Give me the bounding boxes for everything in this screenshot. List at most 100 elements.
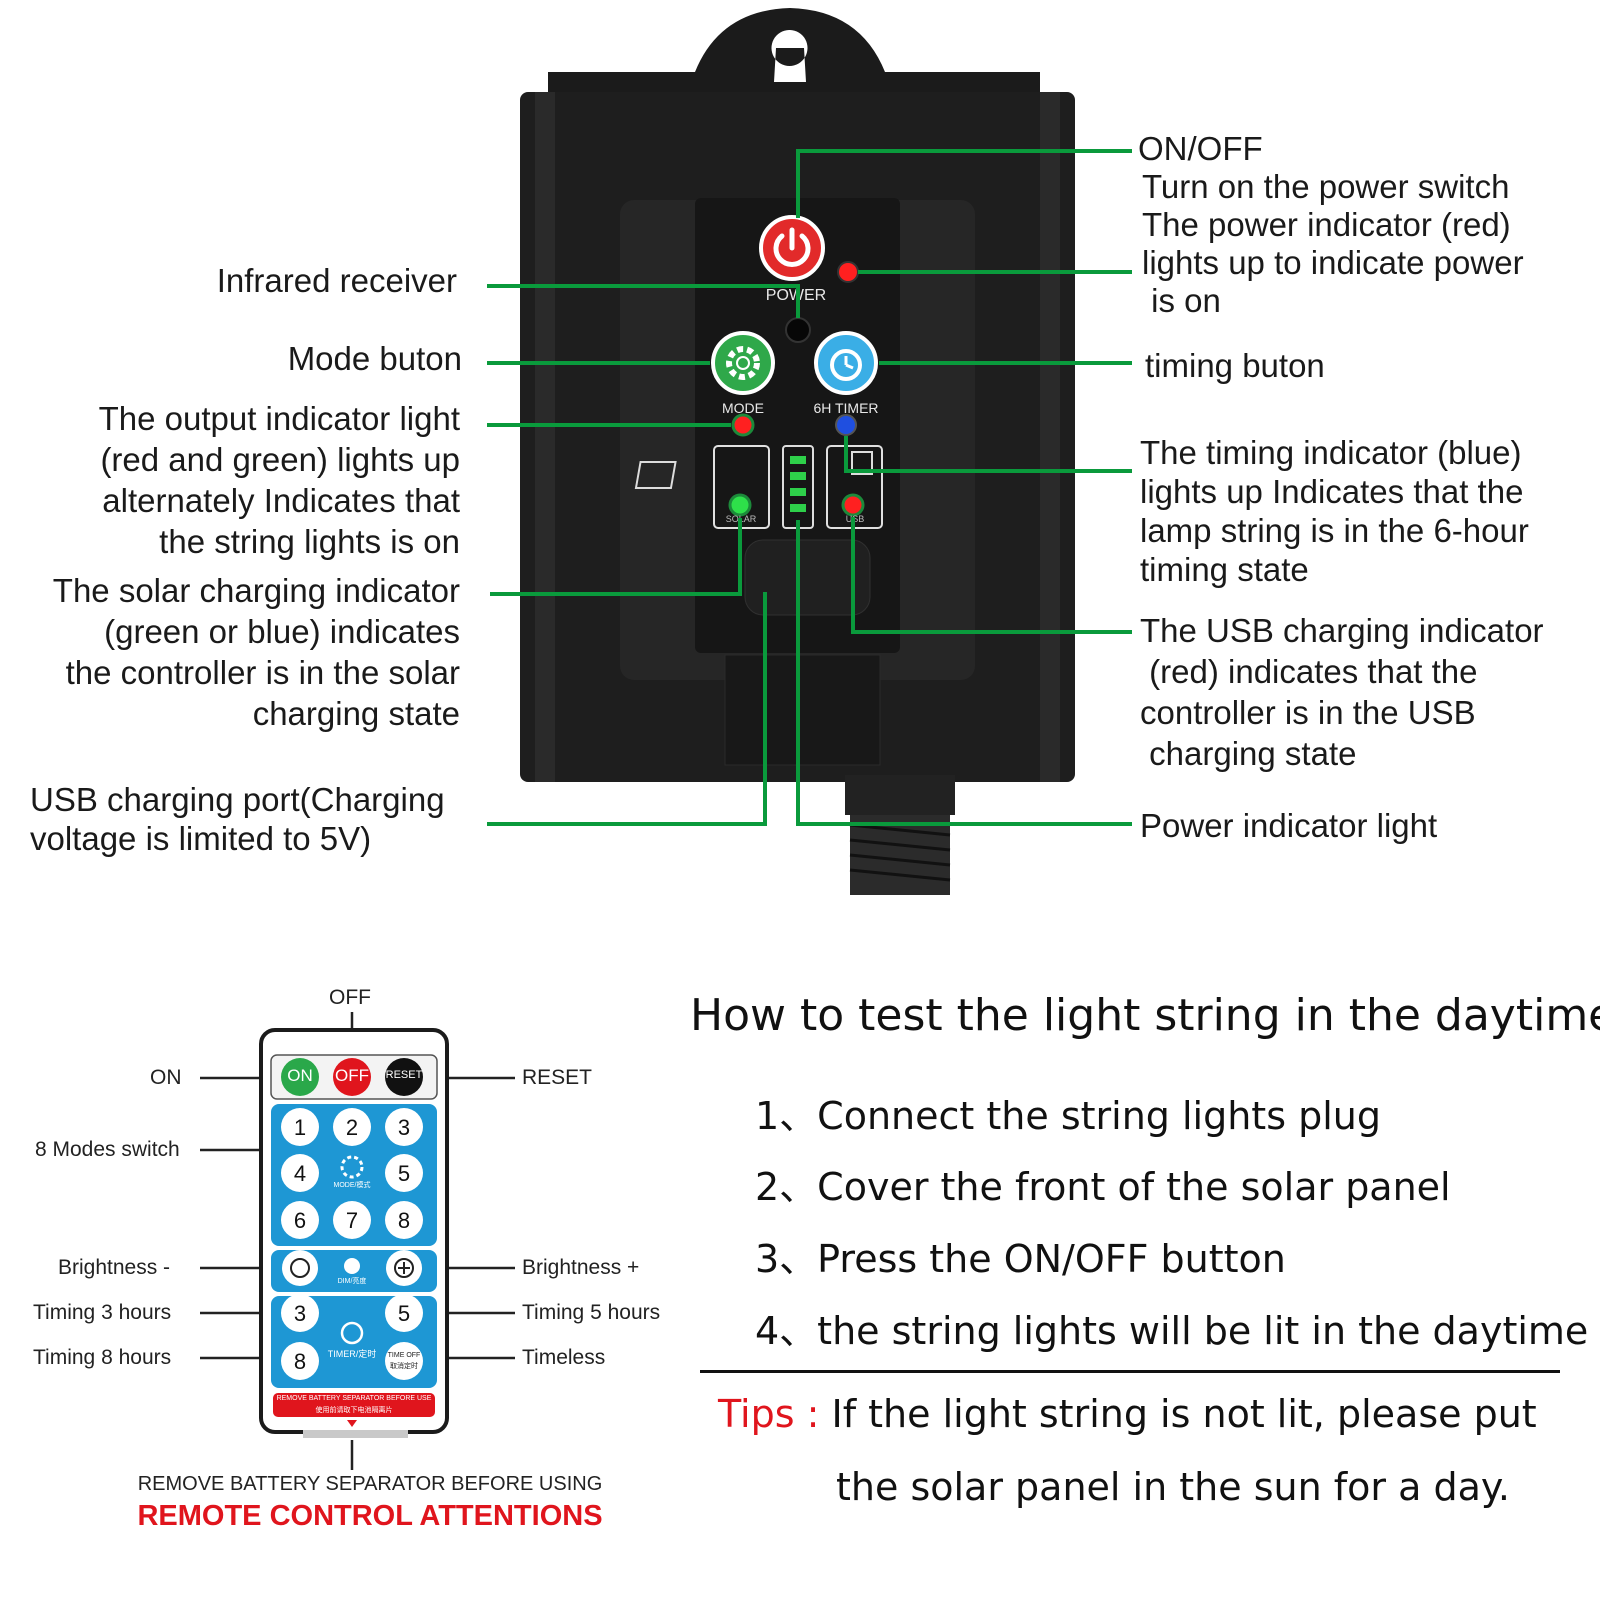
remote-timing-3-label: Timing 3 hours (33, 1301, 172, 1324)
timer-key-3: 3 (293, 1301, 307, 1326)
timer-clock-icon (340, 1321, 364, 1345)
key-7: 7 (345, 1208, 359, 1233)
label-line: The solar charging indicator (52, 572, 460, 609)
label-line: The timing indicator (blue) (1140, 434, 1522, 471)
howto-step-1: 1、Connect the string lights plug (755, 1094, 1381, 1138)
alarm-clock-icon (830, 349, 862, 381)
remote-off-label: OFF (329, 986, 371, 1009)
timer-key-8: 8 (293, 1349, 307, 1374)
label-line: alternately Indicates that (102, 482, 460, 519)
remote-timeless-label: Timeless (522, 1346, 606, 1369)
label-line: USB charging port(Charging (30, 781, 445, 818)
label-line: lights up to indicate power (1142, 244, 1524, 281)
solar-panel-icon (634, 461, 677, 489)
label-line: lights up Indicates that the (1140, 473, 1524, 510)
strip-text-1: REMOVE BATTERY SEPARATOR BEFORE USE (276, 1395, 432, 1402)
label-usb-port: USB charging port(Charging voltage is li… (30, 780, 445, 858)
label-line: is on (1142, 282, 1221, 319)
label-infrared-receiver: Infrared receiver (217, 260, 457, 301)
time-off-button (385, 1342, 423, 1380)
battery-warning: REMOVE BATTERY SEPARATOR BEFORE USING (137, 1473, 603, 1495)
label-line: (red) indicates that the (1140, 653, 1478, 690)
label-line: Turn on the power switch (1142, 168, 1510, 205)
timing-indicator-blue (835, 414, 857, 436)
mode-text: MODE (722, 400, 764, 416)
label-line: The power indicator (red) (1142, 206, 1511, 243)
timer-8-button (281, 1342, 319, 1380)
label-line: Power indicator light (1140, 807, 1438, 844)
timer-5-button (385, 1294, 423, 1332)
remote-control-illustration (200, 1012, 515, 1470)
btn-off-text: OFF (335, 1066, 369, 1085)
label-line: charging state (1140, 735, 1357, 772)
label-mode-button: Mode buton (288, 338, 462, 379)
hanging-tab (548, 8, 1040, 110)
solar-indicator-green (728, 493, 752, 517)
dim-sun-icon (344, 1258, 360, 1274)
key-3: 3 (397, 1115, 411, 1140)
tips-line: Tips : If the light string is not lit, p… (718, 1392, 1537, 1436)
label-output-indicator: The output indicator light (red and gree… (99, 398, 460, 562)
divider (700, 1370, 1560, 1373)
tips-key: Tips : (718, 1392, 832, 1436)
label-line: lamp string is in the 6-hour (1140, 512, 1529, 549)
howto-step-3: 3、Press the ON/OFF button (755, 1237, 1286, 1281)
mode-caption: MODE/模式 (333, 1182, 371, 1189)
remote-on-button (281, 1058, 319, 1096)
battery-separator-strip (273, 1393, 435, 1417)
infrared-receiver (785, 317, 811, 343)
label-line: The USB charging indicator (1140, 612, 1544, 649)
remote-reset-button (385, 1058, 423, 1096)
label-line: timing buton (1145, 347, 1325, 384)
usb-port-cover (744, 539, 871, 616)
label-line: Mode buton (287, 340, 462, 377)
mode-gear-icon (340, 1155, 364, 1179)
time-off-text-1: TIME OFF (387, 1352, 421, 1359)
remote-reset-label: RESET (522, 1066, 593, 1089)
timer-text: 6H TIMER (813, 400, 878, 416)
key-5: 5 (397, 1161, 411, 1186)
usb-indicator-red (841, 493, 865, 517)
strip-text-2: 使用前请取下电池隔离片 (315, 1407, 393, 1414)
time-off-text-2: 取消定时 (390, 1363, 418, 1370)
tips-text-2: the solar panel in the sun for a day. (836, 1465, 1510, 1509)
gear-icon (726, 346, 760, 380)
timer-key-5: 5 (397, 1301, 411, 1326)
btn-reset-text: RESET (385, 1069, 423, 1081)
plug-connector (845, 775, 955, 815)
label-line: charging state (252, 695, 460, 732)
timer-3-button (281, 1294, 319, 1332)
power-indicator-red (837, 261, 859, 283)
brightness-minus-button (282, 1250, 318, 1286)
label-line: (green or blue) indicates (104, 613, 460, 650)
output-indicator (731, 413, 755, 437)
power-icon (773, 233, 811, 267)
key-2: 2 (345, 1115, 359, 1140)
control-plate (695, 198, 900, 653)
key-1: 1 (293, 1115, 307, 1140)
leader-lines (487, 149, 1132, 826)
label-line: (red and green) lights up (100, 441, 460, 478)
remote-timing-8-label: Timing 8 hours (33, 1346, 172, 1369)
label-line: timing state (1140, 551, 1309, 588)
label-power-light: Power indicator light (1140, 805, 1437, 846)
howto-step-2: 2、Cover the front of the solar panel (755, 1165, 1451, 1209)
label-line: The output indicator light (98, 400, 460, 437)
remote-attention-title: REMOTE CONTROL ATTENTIONS (137, 1500, 603, 1532)
timer-caption: TIMER/定时 (327, 1349, 377, 1359)
label-solar-indicator: The solar charging indicator (green or b… (53, 570, 460, 734)
usb-plug-icon (851, 451, 873, 475)
label-usb-indicator: The USB charging indicator (red) indicat… (1140, 610, 1544, 774)
btn-on-text: ON (287, 1066, 313, 1085)
label-line: Infrared receiver (216, 262, 457, 299)
remote-off-button (333, 1058, 371, 1096)
remote-on-label: ON (150, 1066, 182, 1089)
howto-step-4: 4、the string lights will be lit in the d… (755, 1309, 1589, 1353)
dim-caption: DIM/亮度 (337, 1278, 367, 1285)
down-arrow-icon (347, 1420, 357, 1427)
remote-brightness-plus-label: Brightness + (522, 1256, 640, 1279)
key-6: 6 (293, 1208, 307, 1233)
label-onoff: ON/OFF Turn on the power switch The powe… (1138, 130, 1524, 320)
keyhole-icon (771, 30, 808, 82)
